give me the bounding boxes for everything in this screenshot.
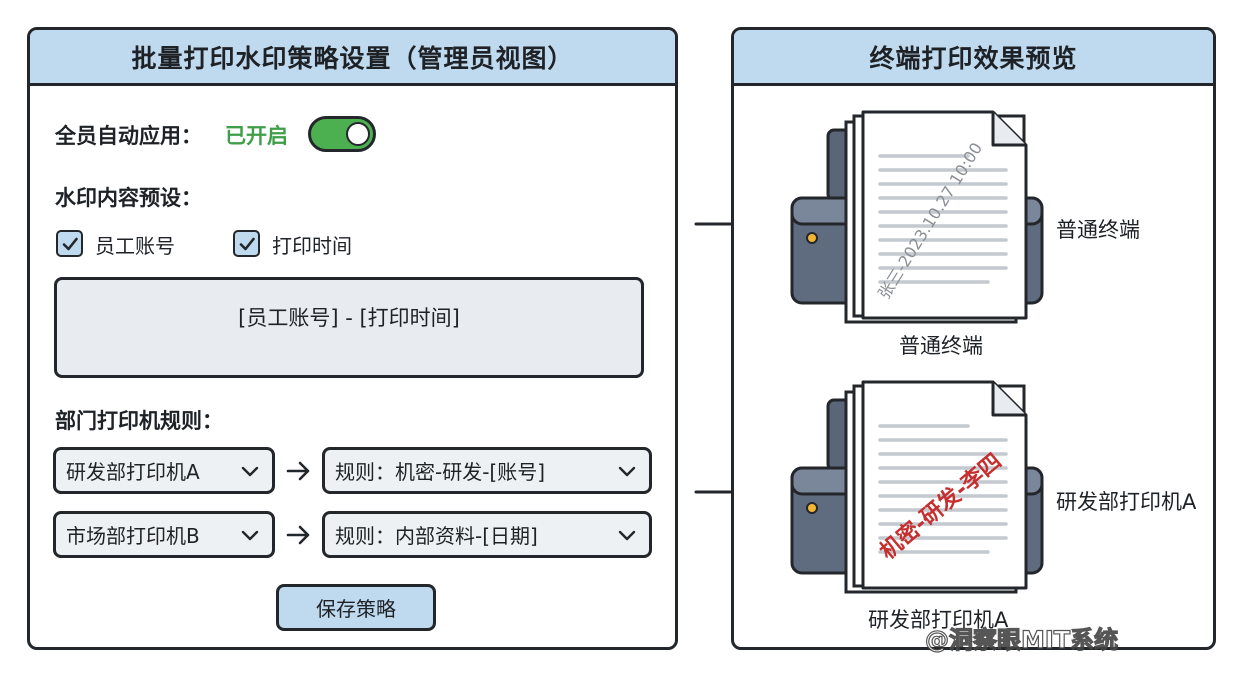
check-icon xyxy=(62,237,78,250)
document-icon xyxy=(861,110,1028,320)
watermark-template-input[interactable]: [员工账号] - [打印时间] xyxy=(54,277,644,378)
document-icon xyxy=(861,380,1028,590)
policy-panel-title: 批量打印水印策略设置（管理员视图） xyxy=(30,30,675,86)
printer-icon xyxy=(790,110,1044,324)
policy-panel: 批量打印水印策略设置（管理员视图） 全员自动应用： 已开启 水印内容预设： 员工… xyxy=(27,27,678,650)
printer-select-b[interactable]: 市场部打印机B xyxy=(53,511,275,558)
printer-select-a[interactable]: 研发部打印机A xyxy=(53,447,275,494)
preview-caption-rd: 研发部打印机A xyxy=(868,608,1009,632)
chevron-down-icon xyxy=(241,466,259,476)
chevron-down-icon xyxy=(618,530,636,540)
auto-apply-toggle[interactable] xyxy=(308,116,376,152)
watermark-template-text: [员工账号] - [打印时间] xyxy=(238,306,460,330)
right-arrow-icon xyxy=(286,525,310,545)
auto-apply-label: 全员自动应用： xyxy=(55,124,202,148)
employee-account-label: 员工账号 xyxy=(95,234,175,258)
print-time-label: 打印时间 xyxy=(272,234,352,258)
chevron-down-icon xyxy=(618,466,636,476)
auto-apply-status: 已开启 xyxy=(225,124,288,148)
save-policy-button[interactable]: 保存策略 xyxy=(276,584,436,631)
content-preset-label: 水印内容预设： xyxy=(55,186,202,210)
footer-watermark: @洞察眼MIT系统 xyxy=(924,625,1119,654)
printer-select-a-value: 研发部打印机A xyxy=(66,460,200,484)
rule-select-b[interactable]: 规则：内部资料-[日期] xyxy=(322,511,652,558)
rule-select-a[interactable]: 规则：机密-研发-[账号] xyxy=(322,447,652,494)
chevron-down-icon xyxy=(241,530,259,540)
right-arrow-icon xyxy=(286,461,310,481)
rule-select-b-value: 规则：内部资料-[日期] xyxy=(335,524,538,548)
rule-select-a-value: 规则：机密-研发-[账号] xyxy=(335,460,546,484)
employee-account-checkbox[interactable] xyxy=(56,230,83,257)
preview-side-label-rd: 研发部打印机A xyxy=(1056,490,1197,514)
dept-rules-label: 部门打印机规则： xyxy=(55,409,223,433)
check-icon xyxy=(239,237,255,250)
preview-panel-title: 终端打印效果预览 xyxy=(734,30,1213,86)
preview-panel: 终端打印效果预览 张三-2023.10.27 10:00 普通终端 普通终端 xyxy=(731,27,1216,650)
print-time-checkbox[interactable] xyxy=(233,230,260,257)
preview-caption-normal: 普通终端 xyxy=(899,334,983,358)
printer-select-b-value: 市场部打印机B xyxy=(66,524,200,548)
printer-icon xyxy=(790,380,1044,594)
preview-side-label-normal: 普通终端 xyxy=(1056,218,1140,242)
